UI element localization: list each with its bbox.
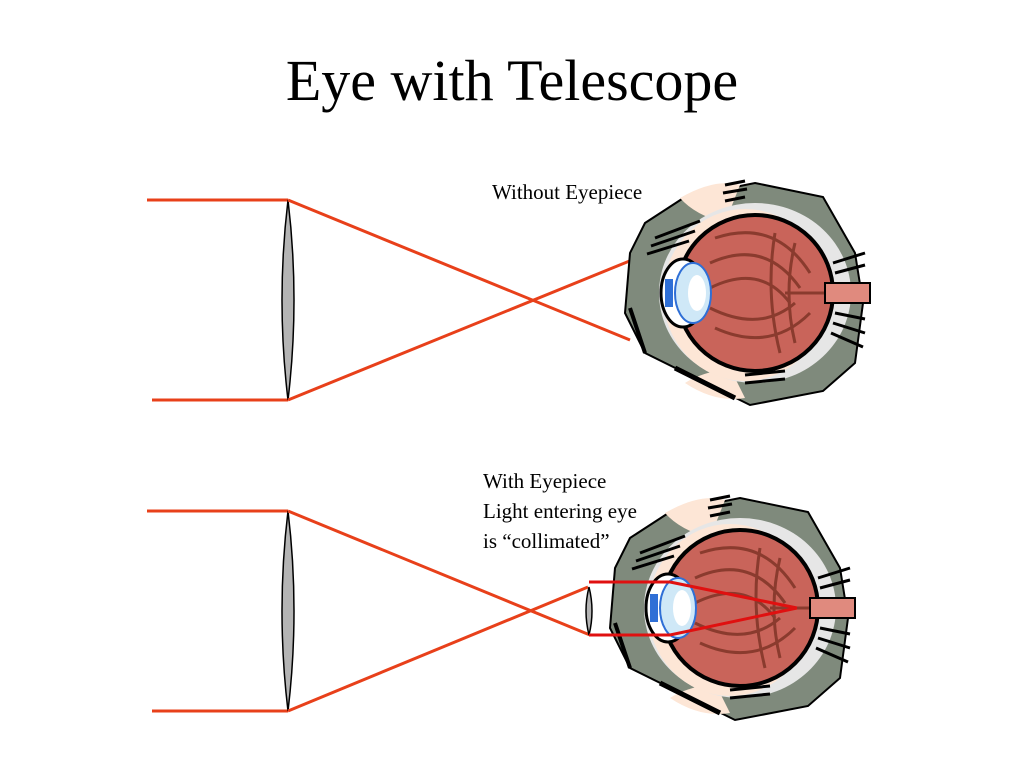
objective-lens-icon	[281, 199, 295, 401]
eye-cross-section-icon	[610, 496, 855, 720]
eyepiece-lens-icon	[585, 586, 593, 636]
panel-without-eyepiece	[147, 181, 870, 405]
refracted-ray-1	[287, 198, 631, 342]
eye-cross-section-icon	[625, 181, 870, 405]
objective-lens-icon	[281, 510, 295, 712]
focused-ray-bottom	[669, 606, 798, 637]
caption-line-2: Light entering eye	[483, 499, 637, 523]
caption-line-3: is “collimated”	[483, 529, 610, 553]
refracted-ray-3	[287, 509, 591, 637]
caption-line-1: With Eyepiece	[483, 469, 607, 493]
panel-with-eyepiece	[147, 496, 855, 720]
refracted-ray-4	[287, 585, 589, 713]
caption-without-eyepiece: Without Eyepiece	[492, 180, 643, 204]
caption-with-eyepiece: With Eyepiece Light entering eye is “col…	[483, 466, 637, 556]
slide-title: Eye with Telescope	[285, 48, 739, 113]
refracted-ray-2	[287, 258, 633, 402]
focused-ray-top	[669, 580, 798, 610]
